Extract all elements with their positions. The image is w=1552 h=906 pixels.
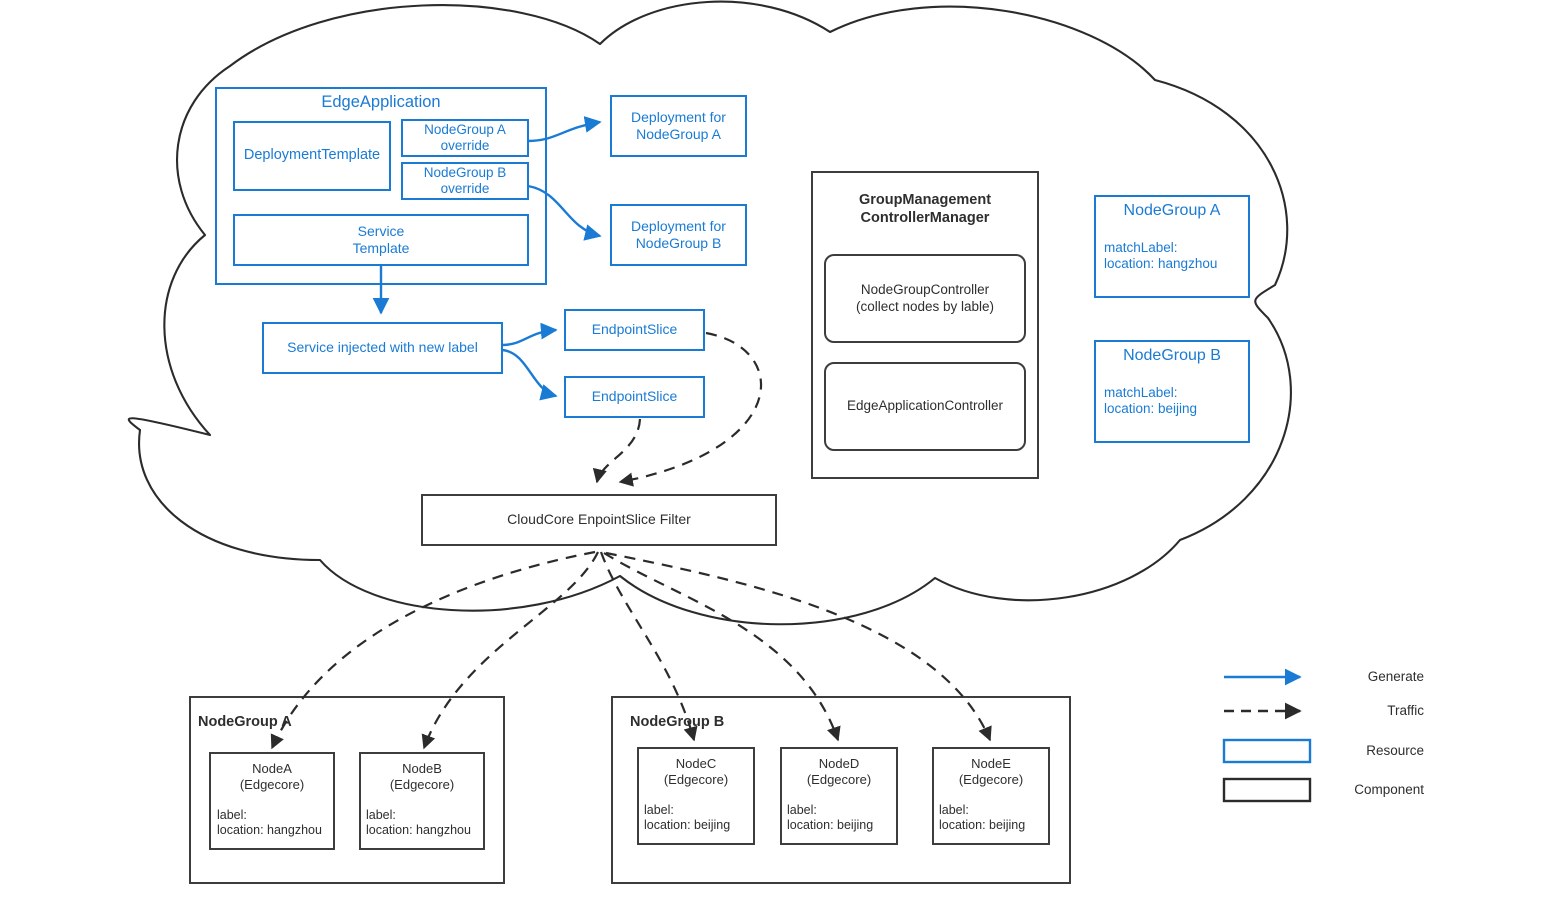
legend-shapes	[1222, 668, 1312, 803]
generate-arrows	[372, 116, 602, 401]
nodegroup-containers	[189, 696, 1071, 884]
cloud-outline	[127, 0, 1292, 626]
edgeapplication-shapes	[215, 87, 547, 285]
controllermanager-shapes	[811, 171, 1039, 479]
service-shapes	[262, 309, 705, 418]
traffic-arrows	[270, 331, 992, 750]
nodegroup-resource-shapes	[1094, 195, 1250, 443]
deployment-shapes	[610, 95, 747, 266]
cloudcore-filter-shape	[421, 494, 777, 546]
